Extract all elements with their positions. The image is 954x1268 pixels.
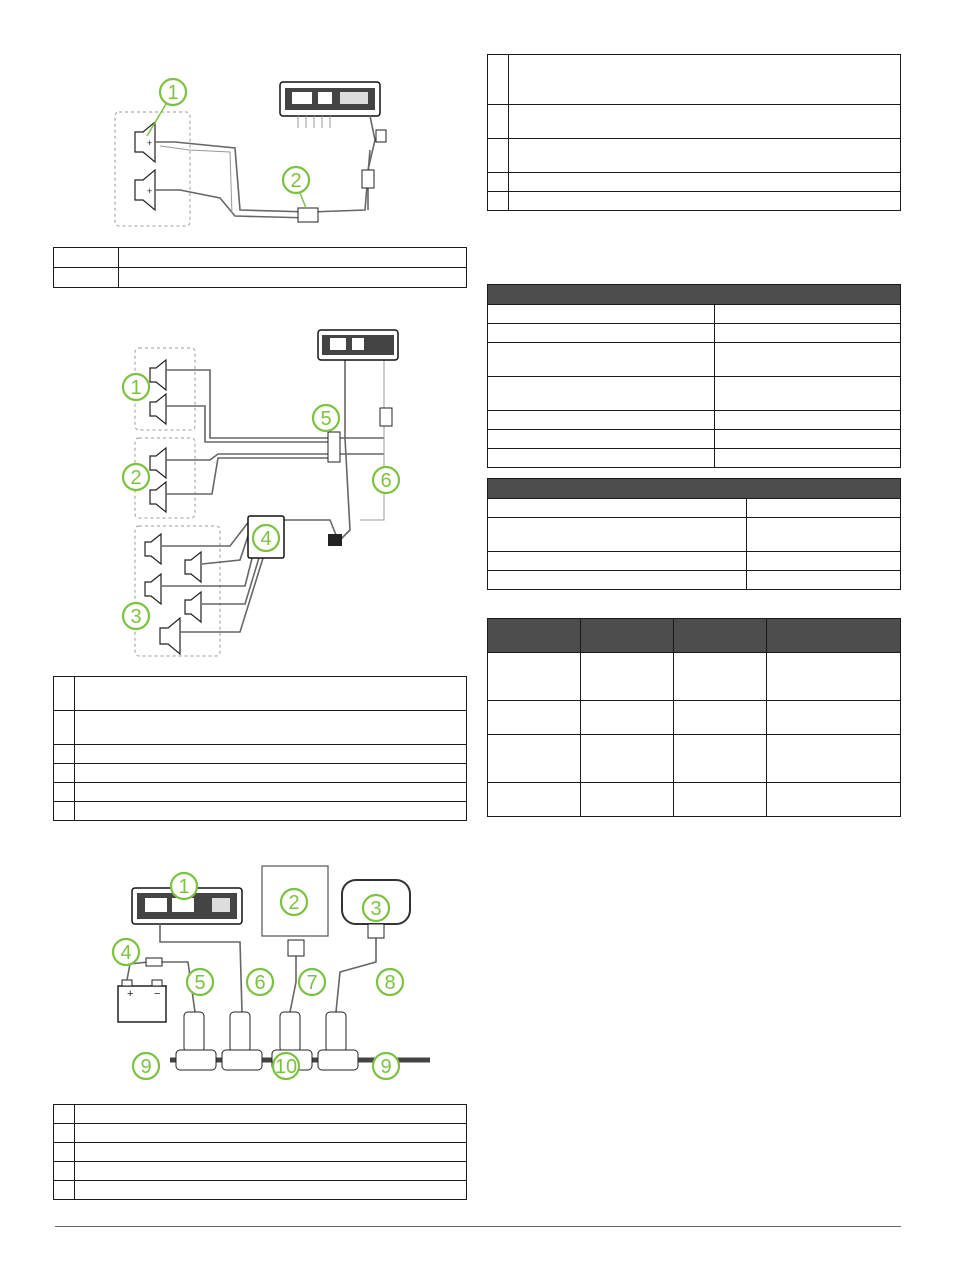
svg-text:2: 2: [130, 467, 141, 489]
callout-1: 1: [158, 77, 188, 107]
svg-text:+: +: [127, 988, 133, 1000]
spec-table-1: [487, 284, 901, 468]
callout-1: 1: [169, 871, 199, 901]
cell: [118, 247, 467, 268]
spec-table-3: [487, 618, 901, 817]
speaker-zone-box: [134, 525, 221, 657]
svg-text:1: 1: [178, 876, 189, 898]
svg-text:5: 5: [320, 408, 331, 430]
cell: [53, 267, 119, 288]
speaker-icon: [144, 572, 162, 606]
callout-3: 3: [361, 893, 391, 923]
svg-text:1: 1: [130, 377, 141, 399]
callout-6: 6: [245, 967, 275, 997]
svg-text:2: 2: [288, 892, 299, 914]
svg-text:4: 4: [260, 528, 271, 550]
speaker-zone-box: [134, 347, 196, 431]
legend-table-1: [53, 247, 467, 288]
callout-4: 4: [251, 523, 281, 553]
spec-table-2: [487, 478, 901, 590]
svg-text:3: 3: [370, 898, 381, 920]
callout-9: 9: [131, 1051, 161, 1081]
svg-text:+: +: [147, 138, 152, 148]
legend-table-3: [53, 1104, 467, 1200]
callout-2: 2: [121, 462, 151, 492]
callout-3: 3: [121, 601, 151, 631]
svg-text:2: 2: [290, 170, 301, 192]
speaker-icon: [184, 550, 202, 584]
svg-text:6: 6: [254, 972, 265, 994]
svg-text:3: 3: [130, 606, 141, 628]
speaker-icon: [149, 446, 167, 480]
nmea-network-diagram: + − 1 2 3 4 5 6 7 8 9 10 9: [111, 865, 430, 1081]
callout-6: 6: [371, 465, 401, 495]
speaker-zone-box: [114, 111, 191, 227]
svg-text:9: 9: [140, 1056, 151, 1078]
speaker-icon: [149, 392, 167, 426]
svg-text:9: 9: [380, 1056, 391, 1078]
callout-7: 7: [297, 967, 327, 997]
cell: [118, 267, 467, 288]
callout-10: 10: [271, 1051, 301, 1081]
speaker-icon: [149, 358, 167, 392]
callout-4: 4: [111, 937, 141, 967]
callout-5: 5: [185, 967, 215, 997]
svg-text:+: +: [147, 186, 152, 196]
speaker-icon: +: [134, 168, 156, 212]
callout-1: 1: [121, 372, 151, 402]
legend-table-2: [53, 676, 467, 821]
speaker-icon: [184, 590, 202, 624]
svg-text:5: 5: [194, 972, 205, 994]
legend-table-4: [487, 54, 901, 211]
svg-text:8: 8: [384, 972, 395, 994]
battery-icon: + −: [117, 979, 167, 1023]
svg-text:6: 6: [380, 470, 391, 492]
svg-text:1: 1: [167, 82, 178, 104]
callout-8: 8: [375, 967, 405, 997]
callout-2: 2: [281, 165, 311, 195]
wiring-diagram-1: + + 1 2: [114, 77, 387, 227]
speaker-icon: [149, 480, 167, 514]
callout-9: 9: [371, 1051, 401, 1081]
svg-text:10: 10: [275, 1056, 297, 1078]
svg-text:−: −: [154, 988, 160, 1000]
speaker-icon: [159, 616, 181, 656]
cell: [53, 247, 119, 268]
svg-text:4: 4: [120, 942, 131, 964]
footer-rule: [55, 1226, 901, 1227]
callout-5: 5: [311, 403, 341, 433]
svg-text:7: 7: [306, 972, 317, 994]
speaker-icon: [144, 532, 162, 566]
callout-2: 2: [279, 887, 309, 917]
wiring-diagram-2: 1 2 3 4 5 6: [121, 329, 401, 657]
stereo-unit-icon: [279, 81, 381, 117]
